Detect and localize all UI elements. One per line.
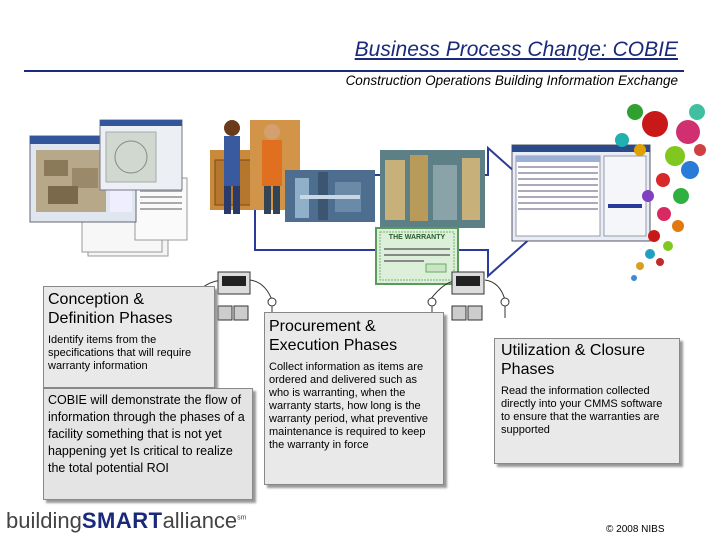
cad-documents-illustration [29,119,188,257]
workflow-connector-left [187,271,277,321]
warranty-certificate [375,227,459,285]
slide-title: Business Process Change: COBIE [354,38,678,61]
buildingsmart-logo: buildingSMARTalliancesm [6,508,247,534]
warehouse-photo [380,150,485,228]
phase-heading: Procurement & Execution Phases [269,318,398,354]
workflow-connector-right [427,271,510,321]
factory-photo [285,170,375,222]
cobie-note-text: COBIE will demonstrate the flow of infor… [48,393,245,475]
phase-box-conception: Conception & Definition Phases Identify … [43,286,215,388]
phase-description: Identify items from the specifications t… [48,334,192,372]
data-spheres-illustration [615,104,706,281]
phase-box-procurement: Procurement & Execution Phases Collect i… [264,312,444,485]
warranty-title: THE WARRANTY [388,234,446,241]
logo-smart: SMART [81,508,163,533]
phase-heading: Utilization & Closure Phases [501,342,646,378]
title-rule [24,70,684,72]
logo-alliance: alliance [162,508,238,533]
phase-box-utilization: Utilization & Closure Phases Read the in… [494,338,680,464]
phase-description: Read the information collected directly … [501,385,663,436]
phase-heading: Conception & Definition Phases [48,291,173,327]
cmms-screenshot [511,144,651,242]
slide-subtitle: Construction Operations Building Informa… [345,73,678,88]
cobie-note-box: COBIE will demonstrate the flow of infor… [43,388,253,500]
copyright: © 2008 NIBS [606,524,665,535]
logo-building: building [6,508,82,533]
phase-description: Collect information as items are ordered… [269,361,428,451]
logo-mark: sm [237,514,247,522]
